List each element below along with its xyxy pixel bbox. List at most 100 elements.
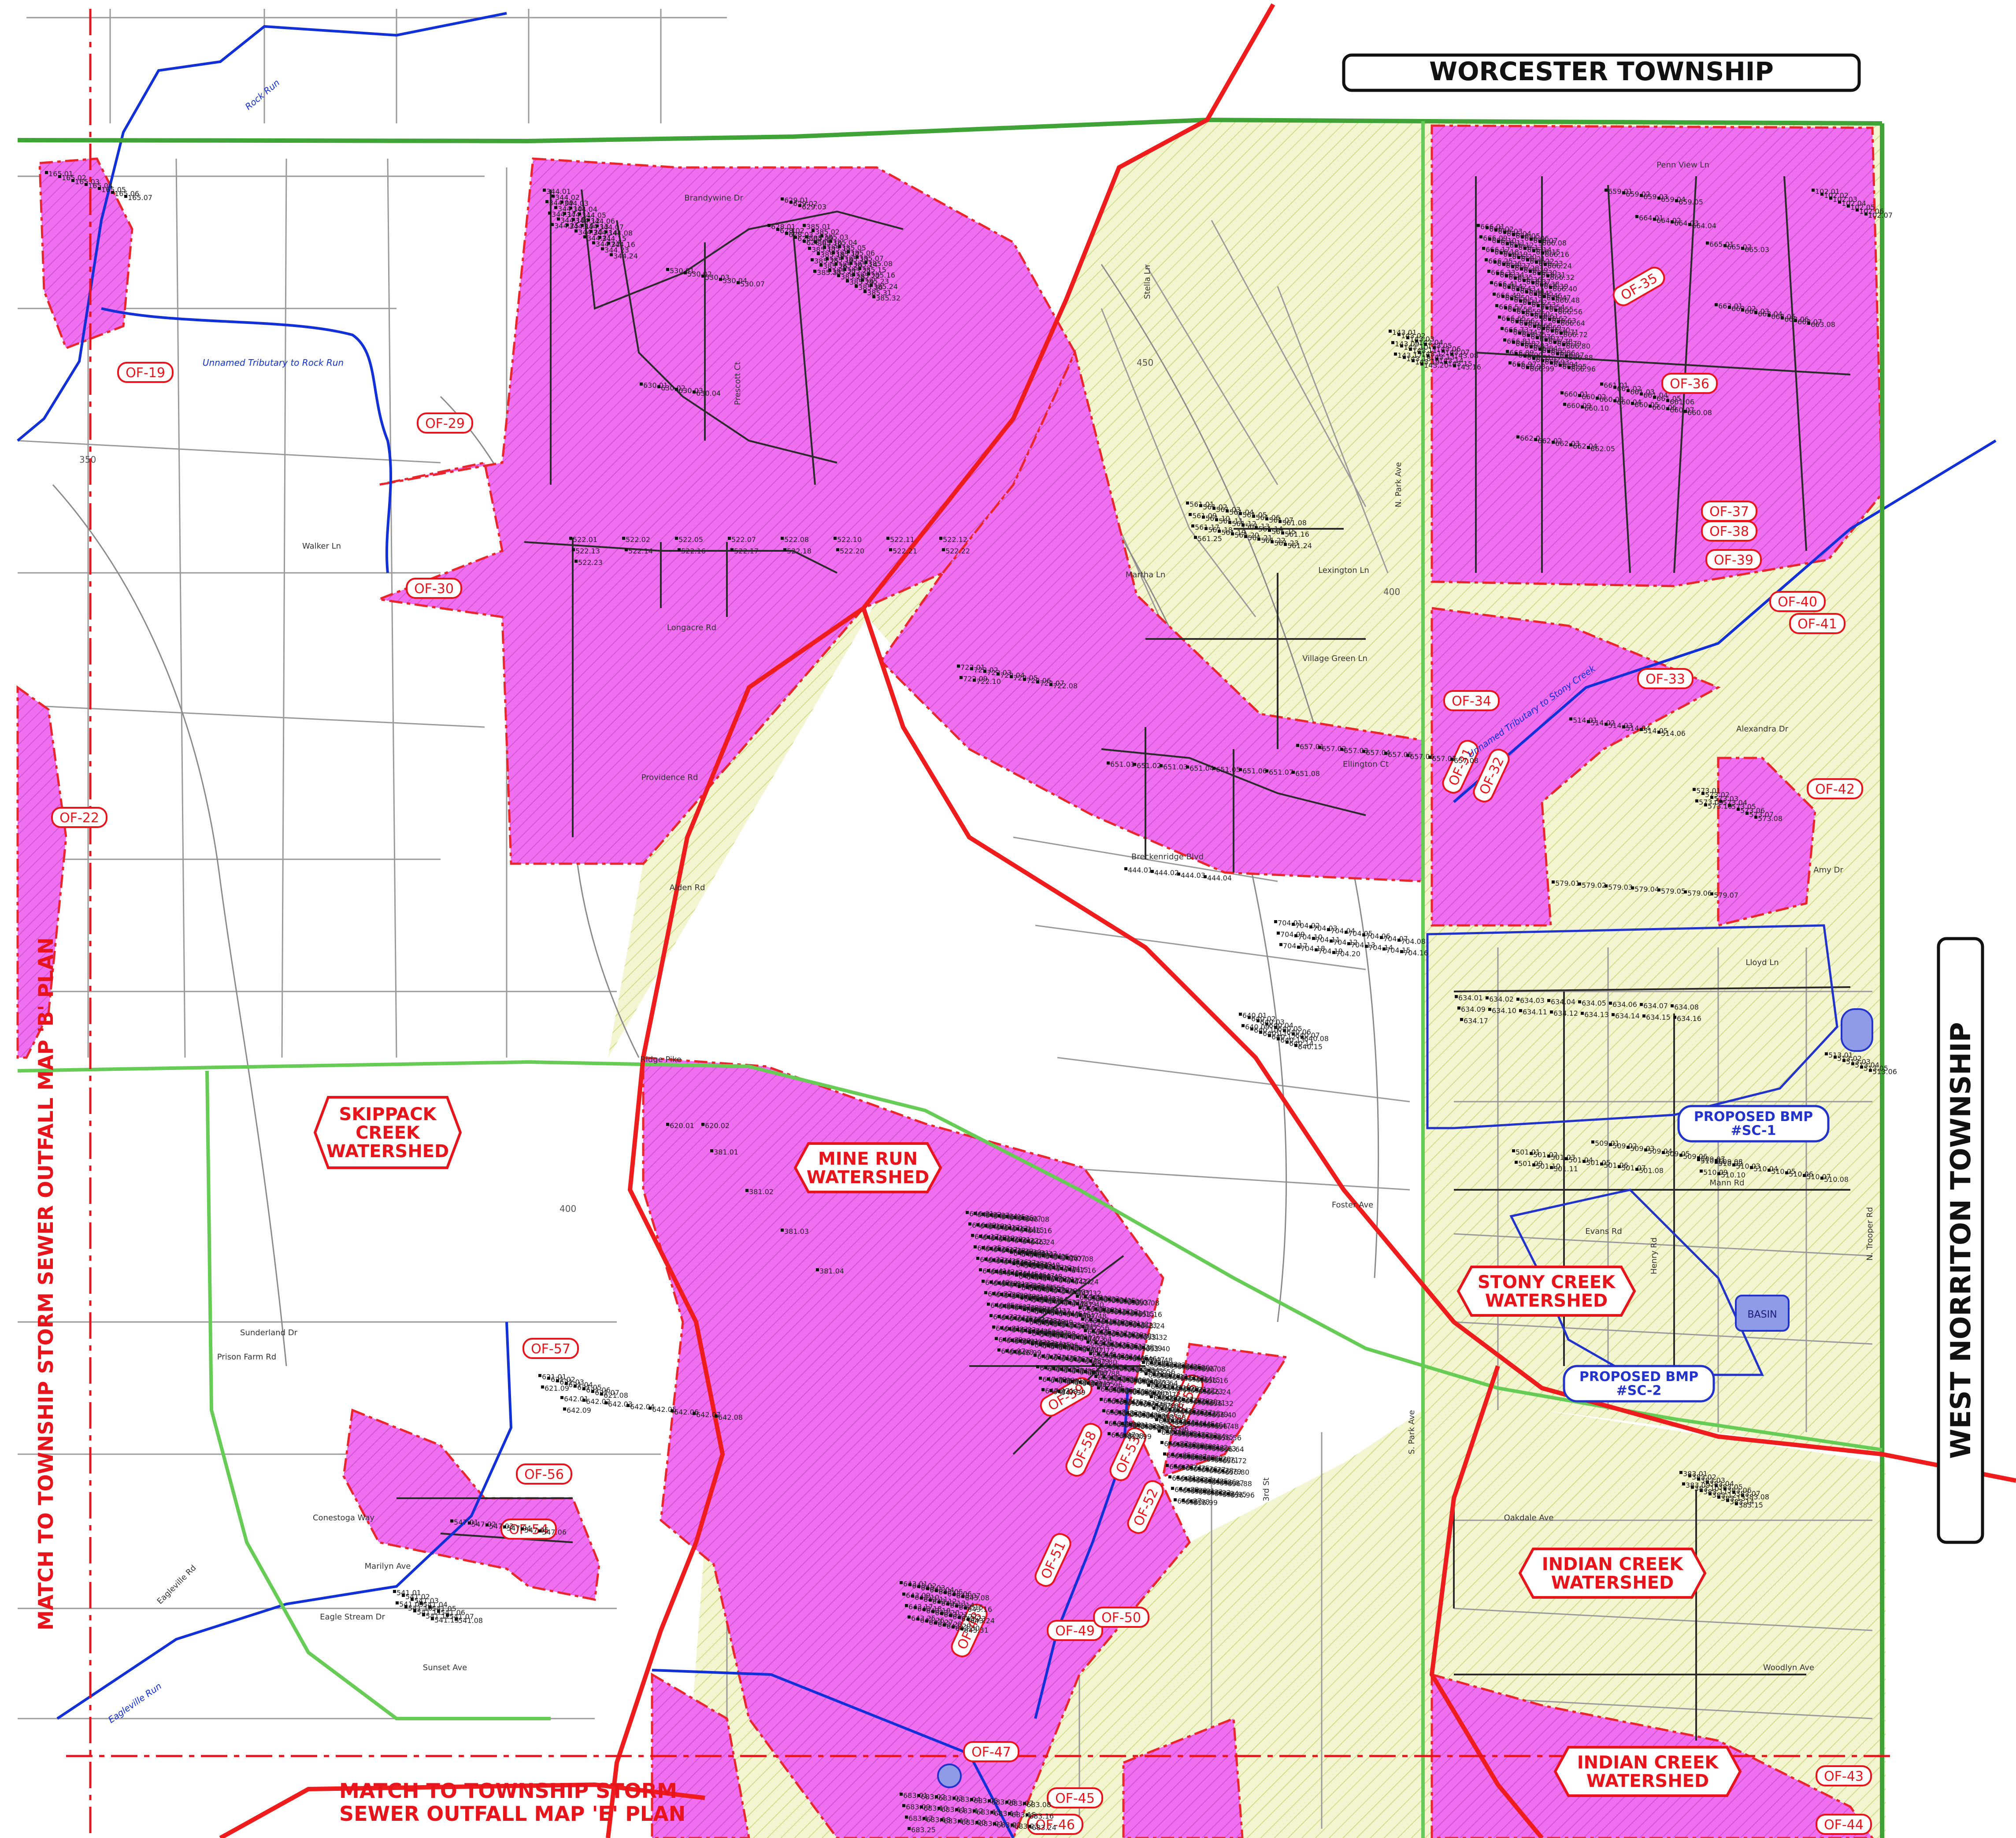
structure-marker xyxy=(1531,281,1534,285)
structure-label: 656.03 xyxy=(1161,1361,1186,1370)
structure-marker xyxy=(1294,934,1297,937)
structure-marker xyxy=(1147,1369,1150,1372)
structure-marker xyxy=(1697,1156,1700,1159)
structure-label: 683.21 xyxy=(979,1819,1004,1828)
structure-marker xyxy=(1347,942,1350,945)
structure-marker xyxy=(1534,293,1537,296)
structure-label: 653.83 xyxy=(1122,1410,1146,1418)
structure-label: 647.06 xyxy=(1053,1253,1078,1262)
structure-label: 683.09 xyxy=(906,1803,930,1811)
structure-marker xyxy=(1171,1487,1174,1490)
structure-marker xyxy=(1682,1482,1685,1485)
structure-marker xyxy=(1535,260,1538,264)
structure-marker xyxy=(1250,1027,1253,1031)
structure-marker xyxy=(1532,249,1535,252)
structure-label: 385.07 xyxy=(859,254,884,263)
structure-marker xyxy=(1542,327,1545,330)
structure-marker xyxy=(1042,1341,1045,1345)
structure-marker xyxy=(1204,527,1208,530)
structure-marker xyxy=(1391,341,1394,344)
structure-marker xyxy=(411,1598,414,1601)
structure-label: 647.05 xyxy=(1045,1252,1070,1261)
structure-label: 647.32 xyxy=(1077,1289,1101,1298)
structure-marker xyxy=(1057,1322,1060,1326)
structure-label: 653.92 xyxy=(1132,1422,1157,1430)
structure-label: 662.04 xyxy=(1573,442,1597,450)
road-label-providence-rd: Providence Rd xyxy=(641,773,698,782)
mine-run-stream xyxy=(1034,1388,1129,1719)
structure-marker xyxy=(917,1794,920,1797)
structure-marker xyxy=(1605,884,1608,887)
structure-label: 509.02 xyxy=(1612,1142,1637,1150)
structure-marker xyxy=(838,245,841,248)
structure-marker xyxy=(1704,803,1707,806)
structure-marker xyxy=(852,273,855,276)
structure-marker xyxy=(1187,1421,1190,1425)
structure-marker xyxy=(701,1123,704,1126)
structure-label: 656.38 xyxy=(1196,1409,1220,1418)
structure-marker xyxy=(1184,1477,1187,1480)
structure-marker xyxy=(1653,218,1656,221)
outfall-of33: OF-33 xyxy=(1637,668,1694,689)
structure-marker xyxy=(1239,1013,1242,1016)
structure-label: 656.71 xyxy=(1214,1456,1239,1464)
structure-marker xyxy=(1137,1424,1140,1427)
structure-label: 651.05 xyxy=(1216,765,1241,774)
structure-label: 656.49 xyxy=(1161,1428,1186,1437)
structure-label: 385.12 xyxy=(835,250,860,258)
structure-label: 656.01 xyxy=(1145,1359,1170,1368)
structure-label: 656.08 xyxy=(1201,1365,1226,1374)
structure-marker xyxy=(1640,728,1643,731)
structure-label: 656.85 xyxy=(1204,1477,1228,1485)
structure-marker xyxy=(1102,1375,1105,1379)
structure-marker xyxy=(1563,403,1566,406)
structure-label: 385.31 xyxy=(867,289,892,297)
structure-label: 656.02 xyxy=(1153,1360,1178,1369)
structure-label: 383.08 xyxy=(1745,1493,1769,1501)
structure-label: 665.03 xyxy=(1745,245,1769,254)
structure-marker xyxy=(1176,1409,1179,1412)
outfall-of41: OF-41 xyxy=(1789,613,1846,634)
structure-label: 510.07 xyxy=(1806,1173,1831,1181)
structure-label: 653.32 xyxy=(1143,1333,1167,1342)
structure-marker xyxy=(1115,1399,1119,1403)
drainage-area-of35-36 xyxy=(1430,124,1883,587)
structure-label: 653.59 xyxy=(1114,1375,1138,1384)
structure-label: 656.34 xyxy=(1164,1406,1189,1415)
structure-label: 653.72 xyxy=(1156,1391,1181,1399)
structure-marker xyxy=(1513,308,1516,312)
structure-marker xyxy=(1086,1348,1090,1351)
structure-label: 647.68 xyxy=(1058,1343,1083,1352)
structure-label: 647.26 xyxy=(1029,1285,1054,1293)
outfall-of57: OF-57 xyxy=(523,1338,579,1359)
structure-label: 634.15 xyxy=(1646,1013,1671,1021)
structure-marker xyxy=(1208,1479,1211,1482)
structure-marker xyxy=(1706,241,1709,245)
structure-label: 683.10 xyxy=(923,1804,948,1812)
structure-marker xyxy=(1400,344,1403,348)
structure-label: 666.99 xyxy=(1530,365,1554,373)
structure-label: 656.92 xyxy=(1198,1488,1223,1496)
structure-marker xyxy=(1581,405,1584,408)
structure-label: 385.28 xyxy=(841,273,865,281)
structure-label: 647.60 xyxy=(1056,1332,1080,1340)
structure-marker xyxy=(1110,1376,1113,1380)
structure-marker xyxy=(1286,1040,1289,1044)
structure-label: 647.16 xyxy=(1071,1266,1096,1275)
outfall-of44: OF-44 xyxy=(1816,1814,1872,1835)
structure-marker xyxy=(1538,348,1542,351)
structure-marker xyxy=(1609,1143,1612,1146)
structure-label: 704.04 xyxy=(1330,927,1355,935)
structure-label: 662.02 xyxy=(1538,437,1562,445)
structure-label: 344.20 xyxy=(578,228,603,237)
structure-marker xyxy=(1118,1310,1121,1313)
structure-label: 579.04 xyxy=(1634,885,1659,894)
structure-label: 385.30 xyxy=(858,283,883,292)
structure-label: 653.07 xyxy=(1127,1298,1152,1307)
structure-marker xyxy=(1110,1309,1113,1313)
structure-label: 666.72 xyxy=(1563,330,1588,339)
structure-marker xyxy=(1121,1322,1124,1325)
structure-labels: 344.01344.02344.03344.04344.05344.06344.… xyxy=(45,170,1897,1834)
structure-marker xyxy=(984,1257,987,1261)
